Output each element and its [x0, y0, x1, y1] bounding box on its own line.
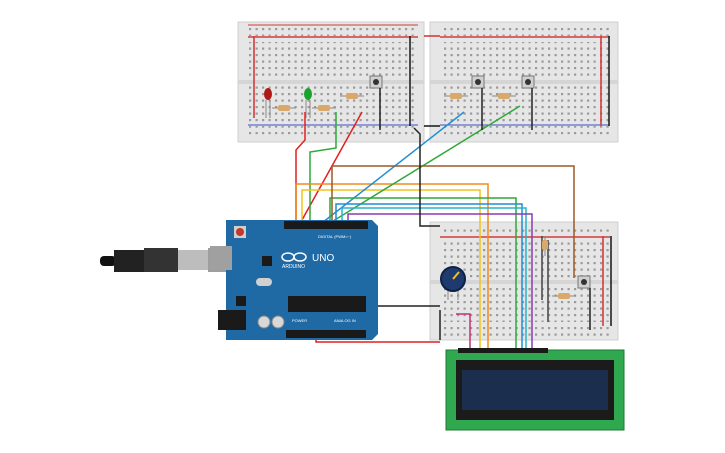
- power-header-label: POWER: [292, 318, 307, 323]
- wires: [295, 105, 575, 348]
- arduino-model-text: UNO: [312, 253, 334, 264]
- wire-yellow: [301, 189, 481, 348]
- red-led: [264, 88, 272, 118]
- arduino-brand-text: ARDUINO: [282, 264, 305, 270]
- wire-green-led2: [309, 112, 337, 220]
- lcd-display: [445, 348, 625, 431]
- breadboard-bottom-right: [429, 221, 619, 341]
- wire-blue-lcd: [335, 203, 523, 348]
- lcd-pin-header: [458, 348, 548, 353]
- green-led: [304, 88, 312, 118]
- wire-cyan-lcd: [341, 207, 527, 348]
- wire-magenta: [456, 313, 471, 348]
- wire-black-gnd: [413, 127, 440, 227]
- analog-header-label: ANALOG IN: [334, 318, 356, 323]
- pushbuttons: [369, 75, 591, 330]
- resistors: [272, 93, 576, 299]
- breadboard-top-left: [237, 21, 425, 143]
- arduino-uno-board: ARDUINO UNO DIGITAL (PWM=~) POWER ANALOG…: [210, 220, 378, 340]
- wire-brown: [331, 165, 575, 278]
- breadboard-top-right: [424, 21, 619, 143]
- potentiometer: [440, 266, 466, 300]
- digital-header-label: DIGITAL (PWM=~): [318, 234, 352, 239]
- wire-green-lcd: [329, 197, 517, 348]
- wire-blue-button: [317, 111, 465, 227]
- arduino-logo-icon: [281, 252, 307, 262]
